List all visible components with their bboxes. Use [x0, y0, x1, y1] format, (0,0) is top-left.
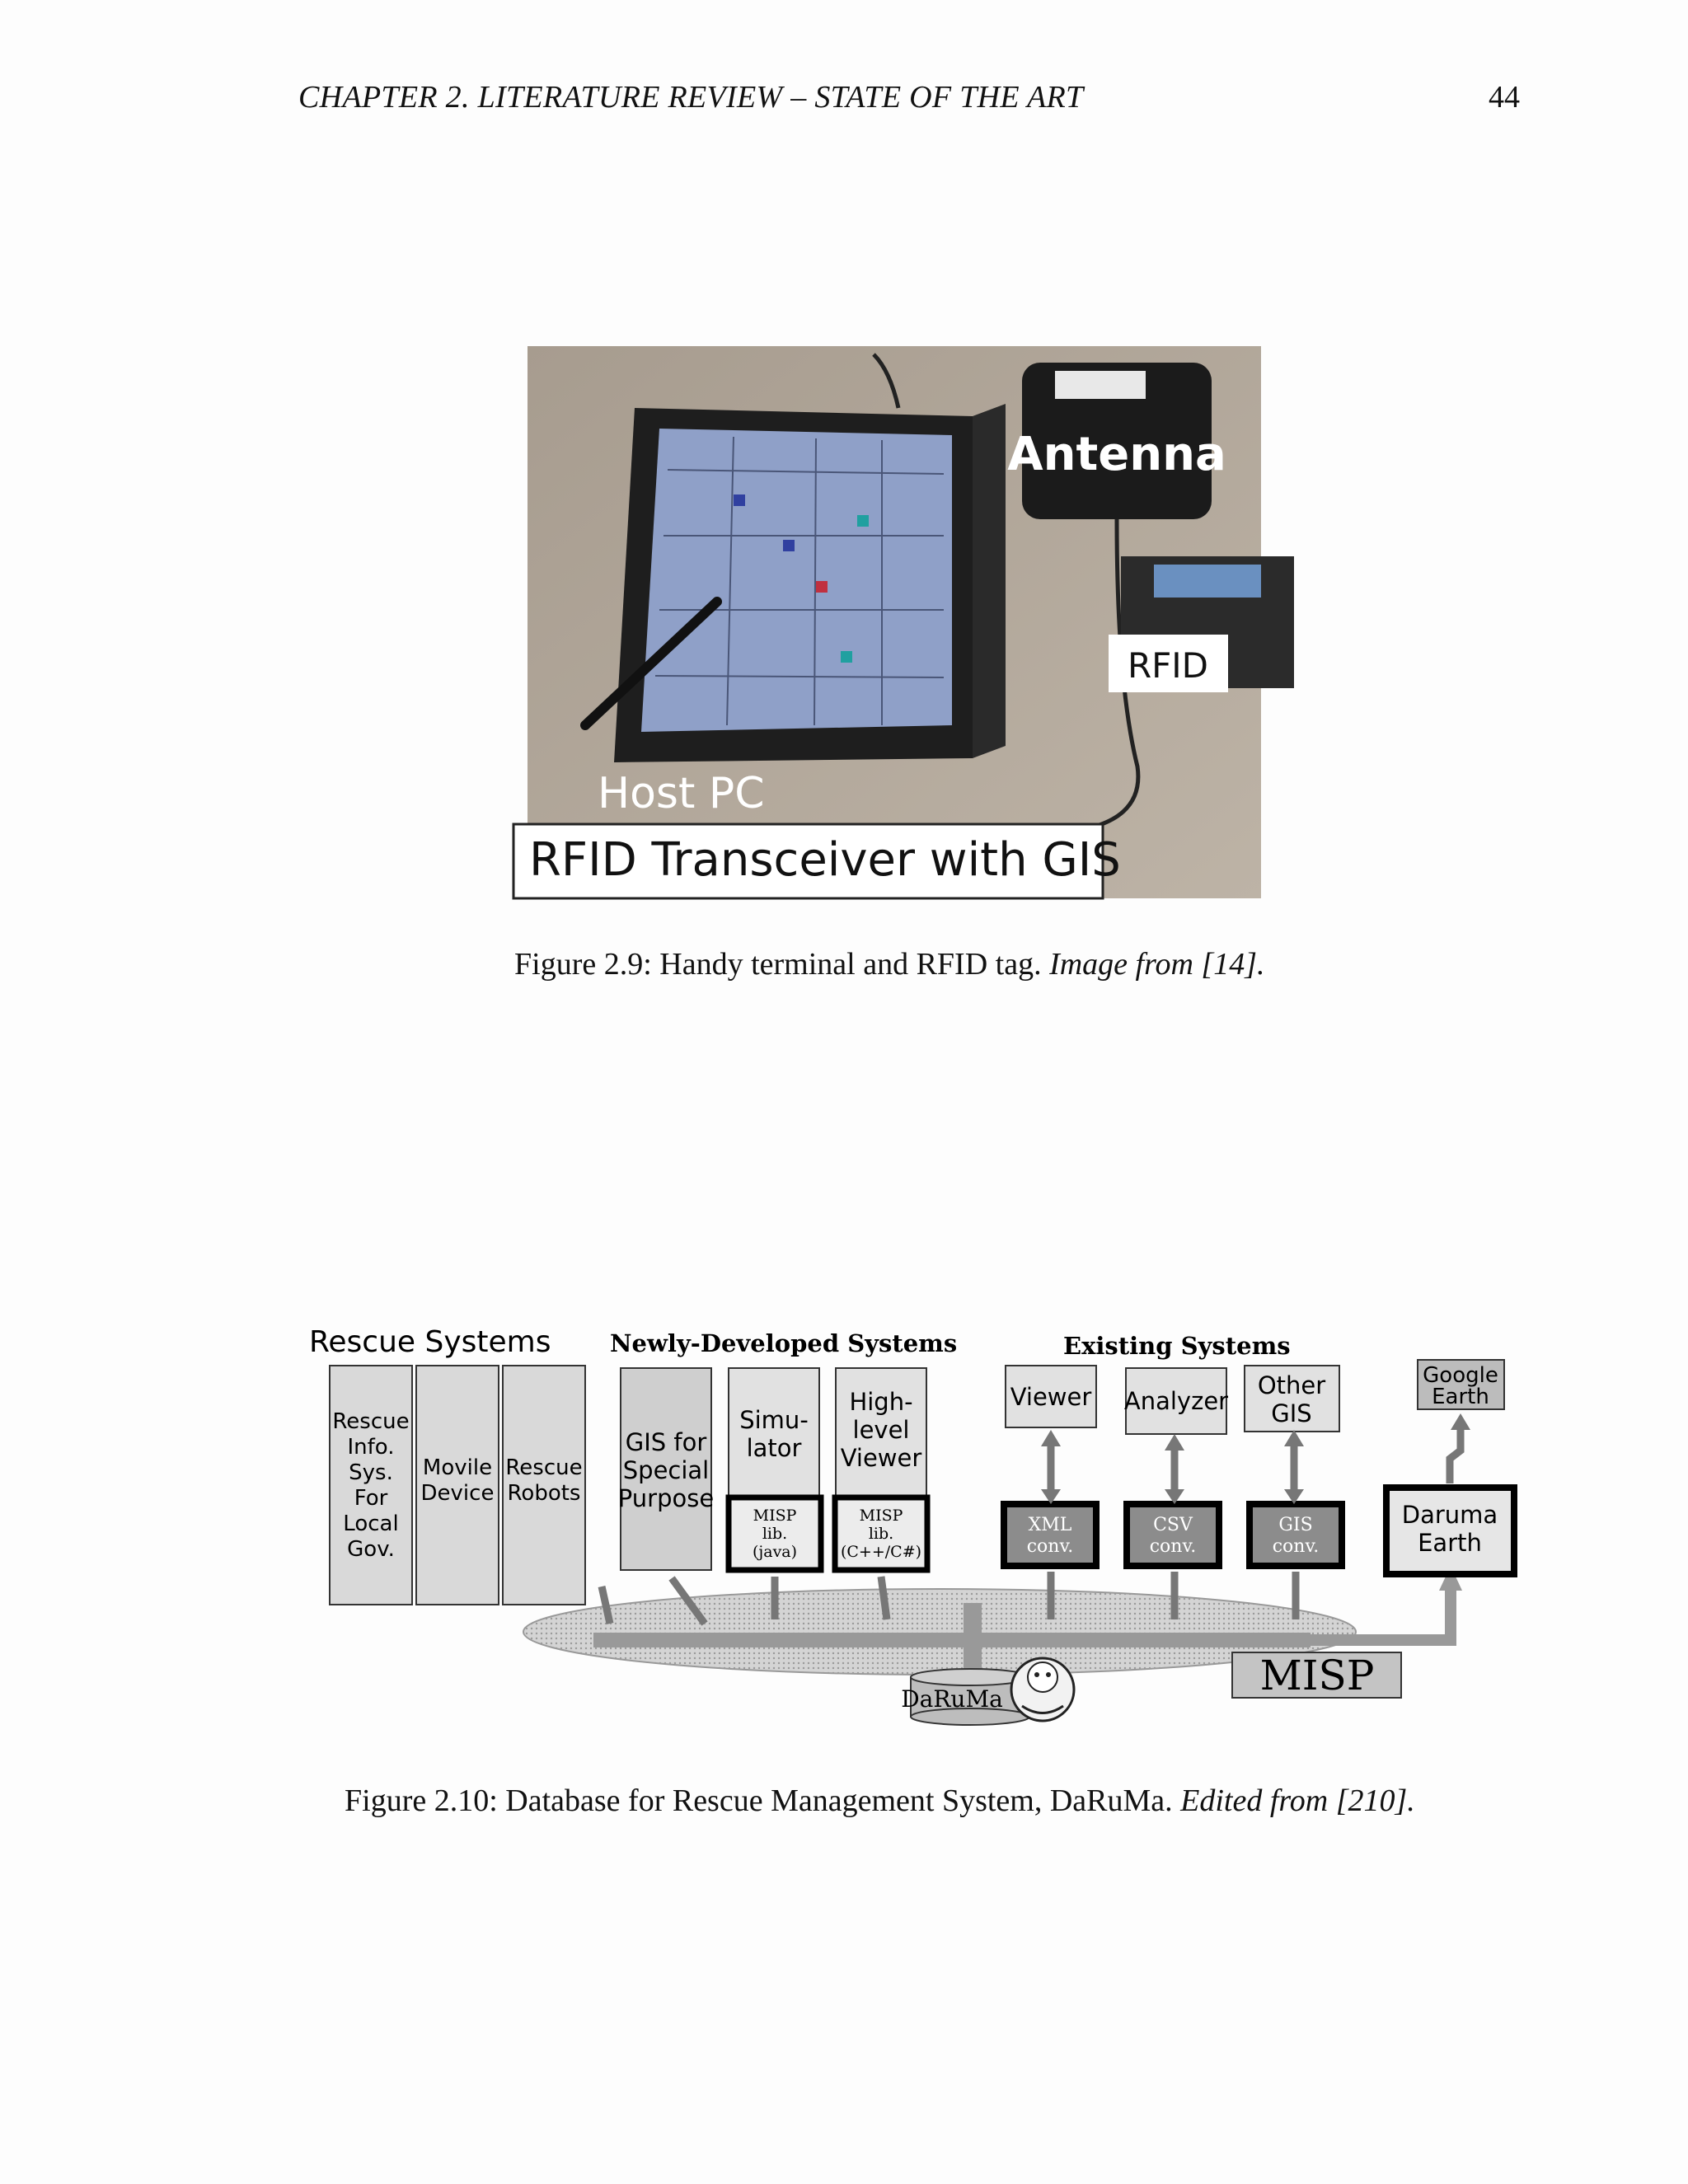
group-title-existing: Existing Systems — [1063, 1332, 1291, 1360]
caption-source: Image from [14]. — [1049, 947, 1265, 982]
rescue-info-line6: Gov. — [347, 1537, 395, 1562]
google-earth-line1: Google — [1423, 1363, 1498, 1388]
caption-label: Figure 2.9: — [514, 947, 652, 982]
analyzer-label: Analyzer — [1124, 1387, 1228, 1415]
gis-banner-label: RFID Transceiver with GIS — [529, 833, 1121, 887]
daruma-earth-line1: Daruma — [1402, 1501, 1498, 1529]
gis-conv-line1: GIS — [1278, 1515, 1312, 1535]
xml-conv-box — [1001, 1501, 1100, 1569]
google-earth-box — [1417, 1359, 1505, 1410]
other-gis-line2: GIS — [1271, 1399, 1311, 1427]
misp-java-line3: (java) — [753, 1543, 797, 1561]
page-number: 44 — [1489, 80, 1520, 115]
host-pc-label: Host PC — [598, 769, 765, 818]
group-title-newly: Newly-Developed Systems — [610, 1329, 957, 1357]
daruma-doll-icon — [1010, 1657, 1076, 1722]
simulator-box — [728, 1367, 820, 1497]
misp-label-box — [1231, 1652, 1402, 1699]
other-gis-box — [1244, 1365, 1340, 1432]
gis-banner — [512, 823, 1104, 900]
viewer-line2: level — [853, 1416, 910, 1444]
viewer-label: Viewer — [1010, 1383, 1092, 1411]
rescue-info-line4: For — [354, 1486, 388, 1511]
daruma-database: DaRuMa — [901, 1668, 1031, 1726]
gis-special-line2: Special — [623, 1456, 710, 1484]
misp-java-box — [725, 1494, 824, 1573]
gis-special-box — [620, 1367, 712, 1571]
daruma-earth-box — [1383, 1484, 1517, 1577]
xml-line1: XML — [1029, 1515, 1072, 1535]
csv-line1: CSV — [1153, 1515, 1193, 1535]
gis-special-line1: GIS for — [626, 1428, 707, 1456]
tablet-pc — [580, 353, 1006, 762]
caption-text: Handy terminal and RFID tag. — [659, 947, 1042, 982]
caption-text: Database for Rescue Management System, D… — [505, 1783, 1173, 1818]
robots-line1: Rescue — [505, 1455, 582, 1480]
robots-line2: Robots — [508, 1481, 581, 1506]
misp-cpp-line3: (C++/C#) — [841, 1543, 921, 1561]
xml-line2: conv. — [1027, 1536, 1074, 1557]
rescue-info-line1: Rescue — [332, 1409, 409, 1434]
daruma-db-label: DaRuMa — [901, 1685, 1003, 1713]
high-level-viewer-box — [835, 1367, 927, 1497]
rfid-label: RFID — [1128, 645, 1208, 686]
misp-cpp-line1: MISP — [860, 1507, 903, 1525]
rescue-info-line2: Info. — [347, 1435, 394, 1460]
misp-label: MISP — [1260, 1652, 1375, 1699]
figure-daruma-diagram: Rescue Systems Newly-Developed Systems E… — [309, 1325, 1517, 1726]
figure-caption-2-10: Figure 2.10: Database for Rescue Managem… — [345, 1783, 1415, 1819]
running-head: CHAPTER 2. LITERATURE REVIEW – STATE OF … — [298, 80, 1084, 115]
misp-java-line1: MISP — [753, 1507, 797, 1525]
gis-conv-line2: conv. — [1273, 1536, 1320, 1557]
csv-line2: conv. — [1150, 1536, 1197, 1557]
misp-cpp-line2: lib. — [869, 1525, 893, 1543]
simulator-line1: Simu- — [739, 1406, 809, 1434]
other-gis-line1: Other — [1258, 1371, 1325, 1399]
figure-rfid-photo: Antenna RFID Host PC RFID Transceiver wi… — [512, 346, 1294, 900]
misp-bus — [523, 1588, 1357, 1675]
rescue-robots-box — [502, 1365, 586, 1605]
connector-arrows — [598, 1413, 1470, 1626]
rescue-info-line3: Sys. — [349, 1460, 393, 1485]
rescue-info-box — [329, 1365, 413, 1605]
gis-special-line3: Purpose — [618, 1484, 714, 1512]
antenna-label: Antenna — [1007, 428, 1226, 481]
daruma-earth-line2: Earth — [1418, 1529, 1482, 1557]
movile-line2: Device — [421, 1481, 495, 1506]
caption-source: Edited from [210]. — [1180, 1783, 1415, 1818]
rescue-info-line5: Local — [343, 1511, 398, 1536]
simulator-line2: lator — [747, 1434, 802, 1462]
google-earth-line2: Earth — [1432, 1385, 1489, 1409]
movile-line1: Movile — [423, 1455, 492, 1480]
caption-label: Figure 2.10: — [345, 1783, 498, 1818]
gis-conv-box — [1246, 1501, 1345, 1569]
analyzer-box — [1125, 1367, 1227, 1435]
viewer-line3: Viewer — [841, 1444, 922, 1472]
misp-cpp-box — [832, 1494, 931, 1573]
viewer-line1: High- — [849, 1388, 912, 1416]
group-title-rescue: Rescue Systems — [309, 1325, 551, 1359]
antenna-box — [1022, 363, 1212, 519]
misp-java-line2: lib. — [762, 1525, 787, 1543]
viewer-box — [1005, 1365, 1097, 1428]
csv-conv-box — [1123, 1501, 1222, 1569]
movile-device-box — [415, 1365, 499, 1605]
figure-caption-2-9: Figure 2.9: Handy terminal and RFID tag.… — [514, 946, 1265, 982]
